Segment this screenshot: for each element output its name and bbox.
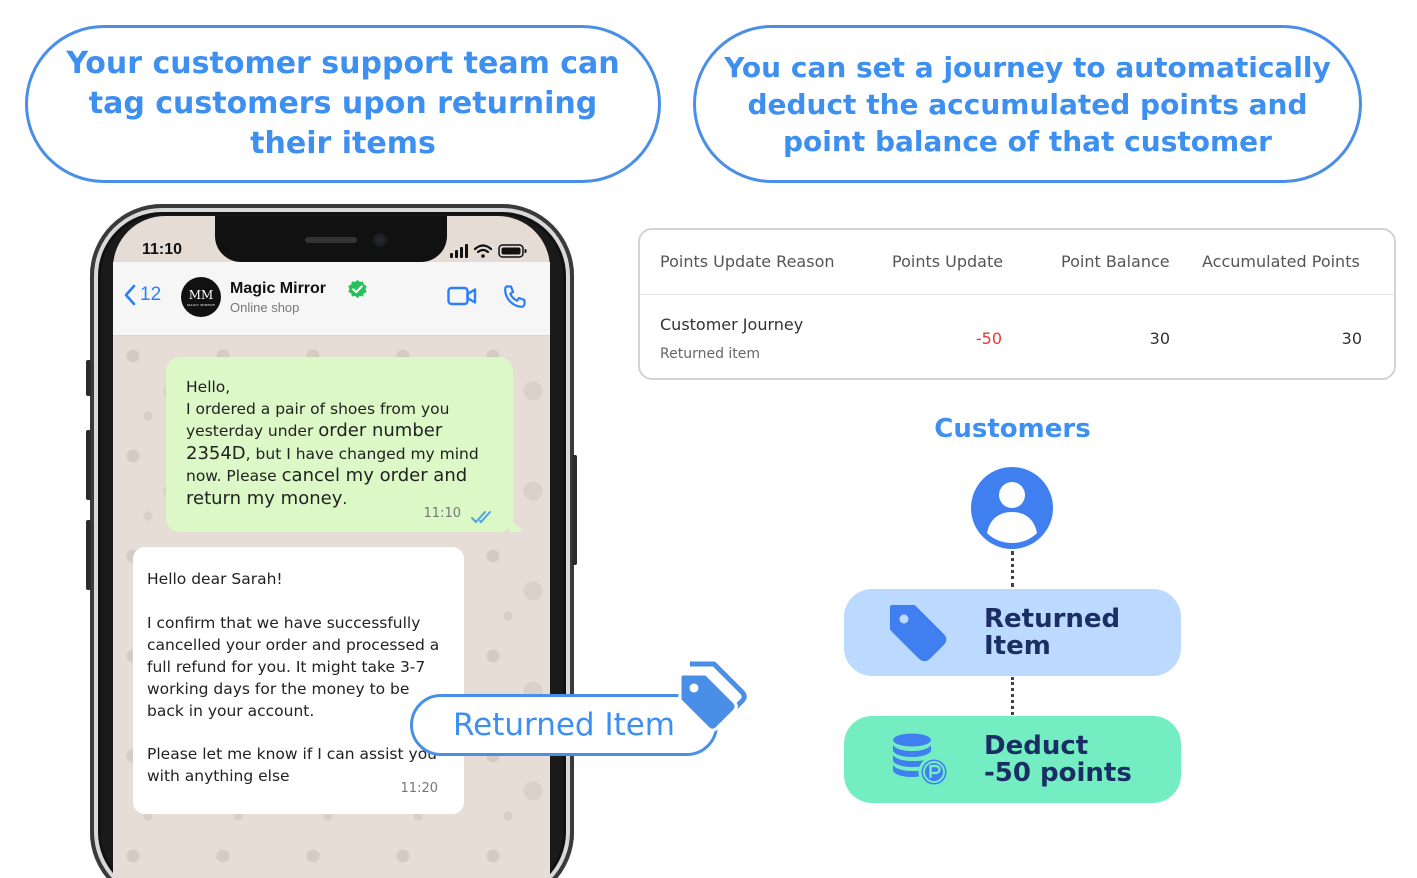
returned-item-tag: Returned Item — [410, 694, 718, 756]
flow-step-deduct-points: Deduct -50 points — [844, 716, 1181, 803]
column-header: Points Update Reason — [660, 252, 835, 271]
outgoing-line: now. Please cancel my order and — [186, 465, 497, 488]
outgoing-text: yesterday under — [186, 422, 319, 440]
avatar-initials: MM — [188, 287, 214, 302]
back-unread-count: 12 — [140, 284, 162, 305]
back-button[interactable]: 12 — [124, 284, 161, 306]
incoming-message: Hello dear Sarah! I confirm that we have… — [133, 547, 464, 814]
notch-camera — [373, 233, 387, 247]
bubble-tail — [509, 518, 523, 532]
reason-cell: Customer Journey — [660, 315, 804, 334]
incoming-body: I confirm that we have successfully canc… — [147, 613, 440, 720]
battery-icon — [498, 244, 527, 258]
flow-step-label: Returned Item — [984, 603, 1121, 661]
chat-header — [113, 262, 550, 336]
phone-call-icon[interactable] — [502, 284, 528, 310]
phone-power-button — [572, 455, 577, 565]
avatar[interactable]: MM MAGIC MIRROR — [181, 277, 221, 317]
flow-step-returned-item: Returned Item — [844, 589, 1181, 676]
contact-status: Online shop — [230, 300, 300, 315]
flow-connector — [1011, 677, 1014, 715]
video-call-icon[interactable] — [447, 285, 477, 307]
accumulated-points-cell: 30 — [1341, 329, 1362, 348]
flow-title: Customers — [934, 414, 1091, 444]
phone-volume-down — [86, 520, 91, 590]
column-header: Accumulated Points — [1202, 252, 1360, 271]
notch-speaker — [305, 237, 357, 243]
callout-journey: You can set a journey to automatically d… — [693, 25, 1362, 183]
column-header: Points Update — [892, 252, 1004, 271]
outgoing-line: Hello, — [186, 378, 231, 396]
incoming-closing: Please let me know if I can assist you w… — [147, 745, 437, 786]
chevron-left-icon — [124, 284, 136, 306]
points-update-cell: -50 — [975, 329, 1002, 348]
phone-volume-up — [86, 430, 91, 500]
phone-mute-switch — [86, 360, 91, 396]
double-check-read-icon — [471, 511, 491, 524]
reason-subtext: Returned item — [660, 346, 761, 362]
tag-icon — [678, 661, 747, 732]
outgoing-emphasis: order number — [318, 420, 443, 441]
outgoing-line: 2354D, but I have changed my mind — [186, 443, 497, 466]
outgoing-message: Hello, I ordered a pair of shoes from yo… — [166, 357, 523, 532]
table-header: Points Update Reason Points Update Point… — [640, 230, 1394, 295]
paragraph-spacer — [147, 591, 450, 613]
outgoing-line: I ordered a pair of shoes from you — [186, 399, 450, 418]
coins-points-icon — [893, 733, 950, 788]
outgoing-text: , but I have changed my mind — [245, 444, 479, 463]
incoming-greeting: Hello dear Sarah! — [147, 570, 283, 588]
points-history-table: Points Update Reason Points Update Point… — [638, 228, 1396, 380]
point-balance-cell: 30 — [1149, 329, 1170, 348]
outgoing-emphasis: cancel my order and — [281, 465, 468, 486]
avatar-subtext: MAGIC MIRROR — [187, 302, 215, 307]
signal-icon — [450, 244, 468, 258]
outgoing-emphasis: return my money — [186, 487, 343, 509]
outgoing-line: return my money. — [186, 488, 497, 511]
callout-support-team: Your customer support team can tag custo… — [25, 25, 661, 183]
status-bar-icons — [450, 244, 527, 258]
outgoing-text: . — [342, 489, 348, 508]
wifi-icon — [473, 244, 493, 254]
user-circle-icon — [971, 467, 1053, 549]
outgoing-emphasis: 2354D — [186, 442, 246, 464]
message-time: 11:20 — [400, 781, 438, 797]
message-time: 11:10 — [423, 505, 461, 521]
status-bar-time: 11:10 — [142, 241, 183, 258]
contact-name[interactable]: Magic Mirror — [230, 280, 327, 297]
outgoing-line: yesterday under order number — [186, 420, 497, 443]
phone-notch — [215, 216, 447, 262]
flow-connector — [1011, 551, 1014, 587]
outgoing-text: now. Please — [186, 467, 282, 485]
paragraph-spacer — [147, 722, 450, 744]
column-header: Point Balance — [1061, 252, 1170, 271]
verified-check-icon — [348, 279, 367, 299]
tag-icon — [890, 605, 947, 661]
flow-step-label: Deduct -50 points — [984, 730, 1132, 788]
